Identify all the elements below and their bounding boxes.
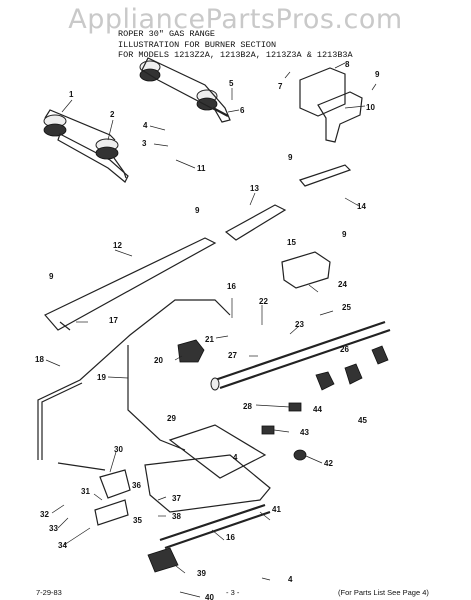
burner-5 — [139, 57, 231, 123]
callout-13: 13 — [250, 184, 259, 193]
callout-32: 32 — [40, 510, 49, 519]
callout-10: 10 — [366, 103, 375, 112]
callout-20: 20 — [154, 356, 163, 365]
valve-20 — [177, 339, 205, 363]
callout-27: 27 — [228, 351, 237, 360]
callout-8: 8 — [345, 60, 350, 69]
footer-parts-list-note: (For Parts List See Page 4) — [338, 588, 429, 597]
cap-42 — [293, 449, 307, 461]
callout-7: 7 — [278, 82, 283, 91]
callout-9c: 9 — [195, 206, 200, 215]
callout-9a: 9 — [375, 70, 380, 79]
callout-4a: 4 — [143, 121, 148, 130]
bracket-8-10 — [299, 62, 363, 143]
callout-4b: 4 — [233, 453, 238, 462]
callout-9d: 9 — [342, 230, 347, 239]
bar-12 — [44, 237, 217, 331]
callout-6: 6 — [240, 106, 245, 115]
header-line-2: ILLUSTRATION FOR BURNER SECTION — [118, 39, 277, 50]
spud-28 — [288, 402, 302, 412]
header-line-3: FOR MODELS 1213Z2A, 1213B2A, 1213Z3A & 1… — [118, 50, 353, 60]
callout-19: 19 — [97, 373, 106, 382]
callout-12: 12 — [113, 241, 122, 250]
oven-tube-41 — [159, 503, 271, 550]
bracket-13 — [224, 204, 287, 241]
header-line-1: ROPER 30" GAS RANGE — [118, 29, 215, 39]
callout-45: 45 — [358, 416, 367, 425]
burner-tube-left — [44, 109, 116, 141]
burner-1 — [43, 114, 129, 183]
footer-date: 7-29-83 — [36, 588, 62, 597]
callout-34: 34 — [58, 541, 67, 550]
bracket-15 — [281, 251, 331, 289]
gas-line-19 — [127, 345, 186, 451]
callout-36: 36 — [132, 481, 141, 490]
callout-15: 15 — [287, 238, 296, 247]
callout-43: 43 — [300, 428, 309, 437]
diagram-header: ROPER 30" GAS RANGE ILLUSTRATION FOR BUR… — [118, 29, 353, 61]
callout-16b: 16 — [226, 533, 235, 542]
callout-11: 11 — [197, 164, 206, 173]
callout-44: 44 — [313, 405, 322, 414]
callout-39: 39 — [197, 569, 206, 578]
spud-43 — [261, 425, 275, 435]
callout-30: 30 — [114, 445, 123, 454]
callout-29: 29 — [167, 414, 176, 423]
callout-14: 14 — [357, 202, 366, 211]
thermostat-36 — [99, 469, 131, 499]
callout-41: 41 — [272, 505, 281, 514]
footer-page-number: - 3 - — [226, 588, 240, 597]
callout-9e: 9 — [49, 272, 54, 281]
capillary-30 — [57, 462, 106, 471]
callout-18: 18 — [35, 355, 44, 364]
callout-26: 26 — [340, 345, 349, 354]
callout-numbers: 1 2 3 4 5 6 7 8 9 10 9 11 9 13 14 15 9 1… — [35, 60, 380, 600]
callout-35: 35 — [133, 516, 142, 525]
callout-9b: 9 — [288, 153, 293, 162]
callout-31: 31 — [81, 487, 90, 496]
oven-burner-41 — [144, 454, 271, 513]
valve-39 — [147, 547, 179, 573]
valve-44 — [315, 371, 335, 391]
callout-5: 5 — [229, 79, 234, 88]
callout-42: 42 — [324, 459, 333, 468]
gas-line-18 — [37, 299, 231, 460]
callout-3: 3 — [142, 139, 147, 148]
valve-45 — [344, 363, 363, 385]
callout-24: 24 — [338, 280, 347, 289]
burner-2 — [95, 138, 127, 179]
strip-14 — [298, 164, 352, 187]
callout-40: 40 — [205, 593, 214, 600]
valve-26 — [371, 345, 389, 365]
callout-16a: 16 — [227, 282, 236, 291]
watermark: AppliancePartsPros.com — [68, 4, 403, 35]
callout-25: 25 — [342, 303, 351, 312]
callout-2: 2 — [110, 110, 115, 119]
shield-29 — [168, 424, 267, 479]
manifold-23 — [214, 320, 391, 390]
callout-28: 28 — [243, 402, 252, 411]
callout-22: 22 — [259, 297, 268, 306]
burner-tube-6 — [212, 107, 229, 117]
callout-33: 33 — [49, 524, 58, 533]
callout-17: 17 — [109, 316, 118, 325]
callout-37: 37 — [172, 494, 181, 503]
callout-leaders — [45, 71, 377, 598]
callout-38: 38 — [172, 512, 181, 521]
bracket-35 — [94, 499, 129, 526]
callout-1: 1 — [69, 90, 74, 99]
callout-21: 21 — [205, 335, 214, 344]
callout-4c: 4 — [288, 575, 293, 584]
callout-23: 23 — [295, 320, 304, 329]
